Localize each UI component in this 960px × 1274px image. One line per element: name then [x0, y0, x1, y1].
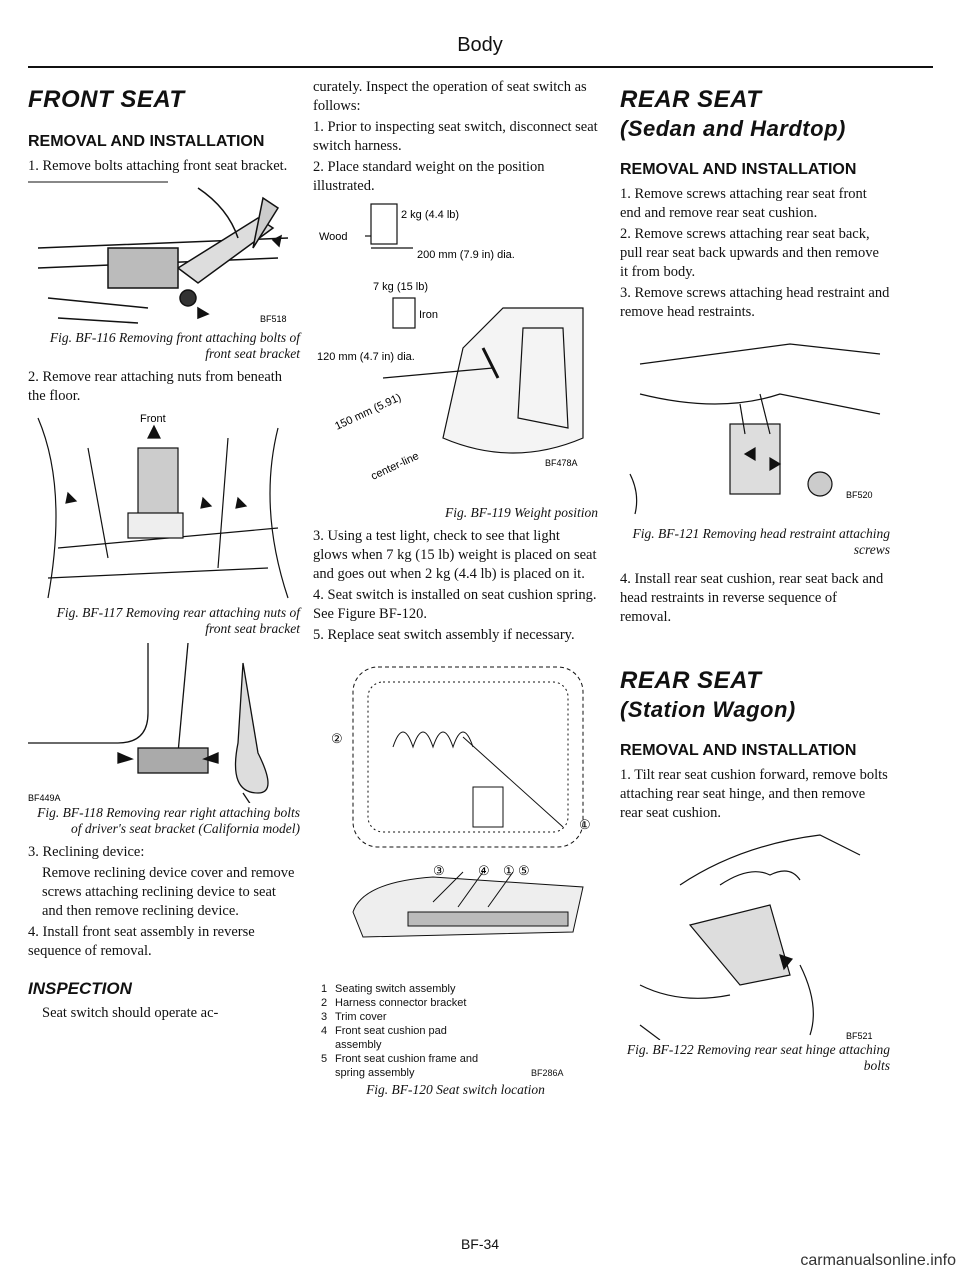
figure-bf119: 2 kg (4.4 lb) Wood 200 mm (7.9 in) dia. … [317, 203, 584, 483]
step-4: 4. Seat switch is installed on seat cush… [313, 587, 597, 622]
caption-bf116: Fig. BF-116 Removing front attaching bol… [49, 330, 300, 361]
figure-code: BF478A [545, 458, 578, 468]
step-2: 2. Remove screws attaching rear seat bac… [620, 226, 879, 280]
section-title-wagon: (Station Wagon) [620, 697, 796, 722]
section-title-rear-seat-wagon: REAR SEAT [620, 667, 762, 694]
section-title-rear-seat: REAR SEAT [620, 86, 762, 113]
step-2: 2. Remove rear attaching nuts from benea… [28, 369, 283, 404]
step-1: 1. Prior to inspecting seat switch, disc… [313, 119, 598, 154]
step-3: 3. Remove screws attaching head restrain… [620, 285, 890, 320]
caption-bf119: Fig. BF-119 Weight position [445, 505, 598, 520]
caption-bf121: Fig. BF-121 Removing head restraint atta… [632, 526, 890, 557]
step-2: 2. Place standard weight on the position… [313, 159, 545, 194]
figure-code: BF286A [531, 1068, 564, 1078]
step-5: 5. Replace seat switch assembly if neces… [313, 627, 575, 643]
page-header: Body [457, 34, 503, 56]
column-rear-seat: REAR SEAT (Sedan and Hardtop) REMOVAL AN… [620, 78, 890, 1080]
figure-bf121: BF520 [629, 343, 881, 515]
callout-1: ① [579, 817, 591, 832]
step-1: 1. Tilt rear seat cushion forward, remov… [620, 767, 888, 821]
step-1: 1. Remove screws attaching rear seat fro… [620, 186, 867, 221]
callout-3: ③ [433, 863, 445, 878]
step-1: 1. Remove bolts attaching front seat bra… [28, 158, 288, 174]
figure-bf120: ② ① ③ ④ ① ⑤ [331, 666, 591, 938]
step-4: 4. Install front seat assembly in revers… [28, 924, 255, 959]
figure-code: BF518 [260, 314, 287, 324]
label-iron: Iron [419, 309, 438, 321]
callout-1b: ① [503, 863, 515, 878]
subheading-removal: REMOVAL AND INSTALLATION [620, 742, 857, 759]
label-wood: Wood [319, 231, 348, 243]
section-title-front-seat: FRONT SEAT [28, 86, 185, 113]
callout-5: ⑤ [518, 863, 530, 878]
figure-code: BF449A [28, 793, 61, 803]
callout-4: ④ [478, 863, 490, 878]
label-150mm: 150 mm (5.91) [333, 392, 403, 433]
caption-bf120: Fig. BF-120 Seat switch location [366, 1082, 545, 1097]
caption-bf117: Fig. BF-117 Removing rear attaching nuts… [56, 605, 300, 636]
step-3-body: Remove reclining device cover and remove… [42, 865, 295, 919]
caption-bf118: Fig. BF-118 Removing rear right attachin… [37, 805, 300, 836]
page-number: BF-34 [460, 1236, 500, 1252]
para-accurately: curately. Inspect the operation of seat … [313, 79, 587, 114]
header-rule [28, 66, 933, 68]
figure-bf118: BF449A [28, 643, 269, 803]
label-front: Front [140, 413, 166, 425]
section-title-sedan: (Sedan and Hardtop) [620, 116, 846, 141]
figure-code: BF521 [846, 1031, 873, 1040]
subheading-inspection: INSPECTION [28, 979, 132, 998]
column-inspection: curately. Inspect the operation of seat … [313, 78, 598, 1104]
column-front-seat: FRONT SEAT REMOVAL AND INSTALLATION 1. R… [28, 78, 300, 1025]
subheading-removal: REMOVAL AND INSTALLATION [28, 133, 265, 150]
label-2kg: 2 kg (4.4 lb) [401, 209, 459, 221]
watermark: carmanualsonline.info [800, 1252, 956, 1269]
label-7kg: 7 kg (15 lb) [373, 281, 428, 293]
label-center-line: center-line [369, 450, 421, 483]
step-4: 4. Install rear seat cushion, rear seat … [620, 571, 884, 625]
subheading-removal: REMOVAL AND INSTALLATION [620, 161, 857, 178]
step-3: 3. Using a test light, check to see that… [313, 528, 597, 582]
label-200mm: 200 mm (7.9 in) dia. [417, 249, 515, 261]
caption-bf122: Fig. BF-122 Removing rear seat hinge att… [626, 1042, 890, 1073]
step-3: 3. Reclining device: [28, 844, 145, 860]
figure-bf122: BF521 [639, 834, 873, 1040]
figure-bf116: BF518 [28, 181, 289, 324]
figure-code: BF520 [846, 490, 873, 500]
label-120mm: 120 mm (4.7 in) dia. [317, 351, 415, 363]
figure-bf117: Front [37, 413, 289, 599]
callout-2: ② [331, 731, 343, 746]
inspection-text: Seat switch should operate ac- [42, 1005, 219, 1021]
